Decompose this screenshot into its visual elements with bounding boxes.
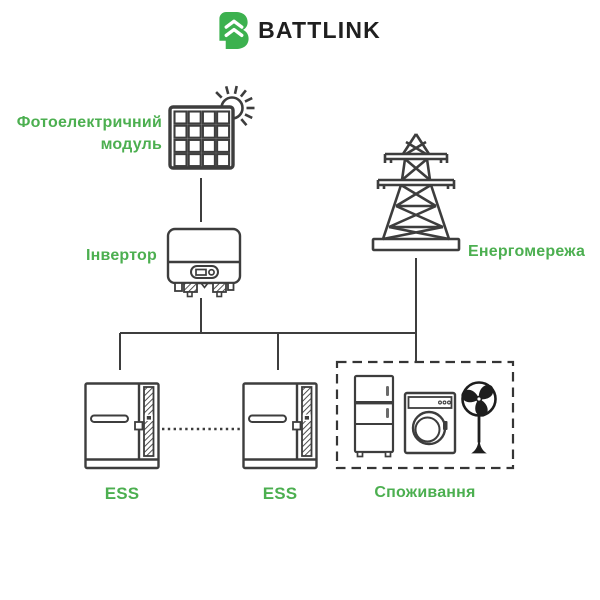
solar-panel-sun-icon <box>168 85 255 170</box>
battlink-logo-icon <box>219 12 249 49</box>
transmission-tower-icon <box>371 133 461 252</box>
pedestal-fan-icon <box>461 381 497 454</box>
consumption-label: Споживання <box>374 484 476 501</box>
grid-label: Енергомережа <box>468 243 586 260</box>
pv-module-label: Фотоелектричний модуль <box>16 114 162 154</box>
refrigerator-icon <box>353 374 395 458</box>
battery-cabinet-icon <box>242 382 318 474</box>
inverter-icon <box>166 227 242 298</box>
ess2-label: ESS <box>262 484 298 503</box>
header: BATTLINK <box>0 12 600 49</box>
ess1-label: ESS <box>104 484 140 503</box>
inverter-label: Інвертор <box>86 247 157 264</box>
washing-machine-icon <box>403 391 457 455</box>
battery-cabinet-icon <box>84 382 160 474</box>
brand-name: BATTLINK <box>258 17 381 43</box>
